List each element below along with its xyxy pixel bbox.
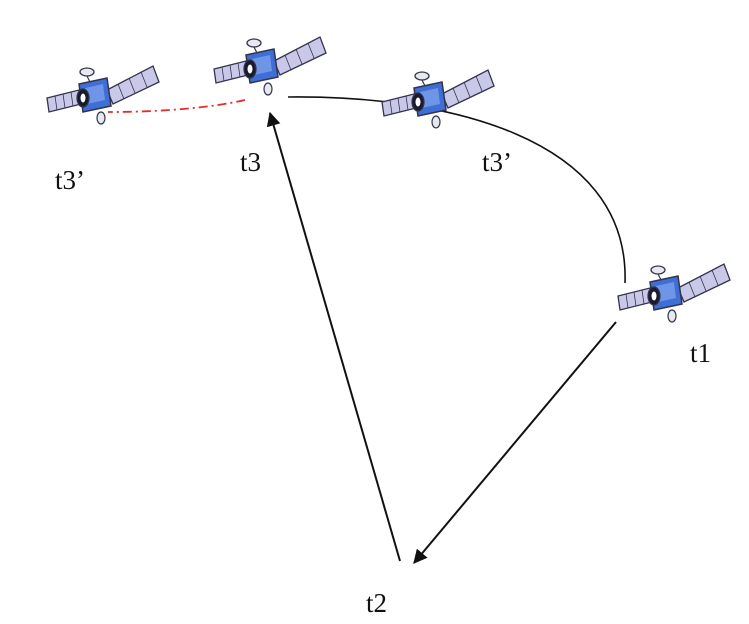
label-t2: t2 <box>366 588 387 618</box>
signal-arrow-t1-to-t2 <box>413 321 617 564</box>
predicted-path <box>107 99 246 113</box>
label-t1: t1 <box>690 338 711 368</box>
satellite-icon <box>213 36 327 96</box>
label-t3-prime-right: t3’ <box>482 147 512 177</box>
satellite-icon <box>617 263 731 323</box>
label-t3-prime-left: t3’ <box>55 165 85 195</box>
signal-arrow-t2-to-t3 <box>266 111 401 562</box>
satellite-icon <box>46 65 160 125</box>
label-t3: t3 <box>240 147 261 177</box>
orbit-arc <box>287 96 626 284</box>
